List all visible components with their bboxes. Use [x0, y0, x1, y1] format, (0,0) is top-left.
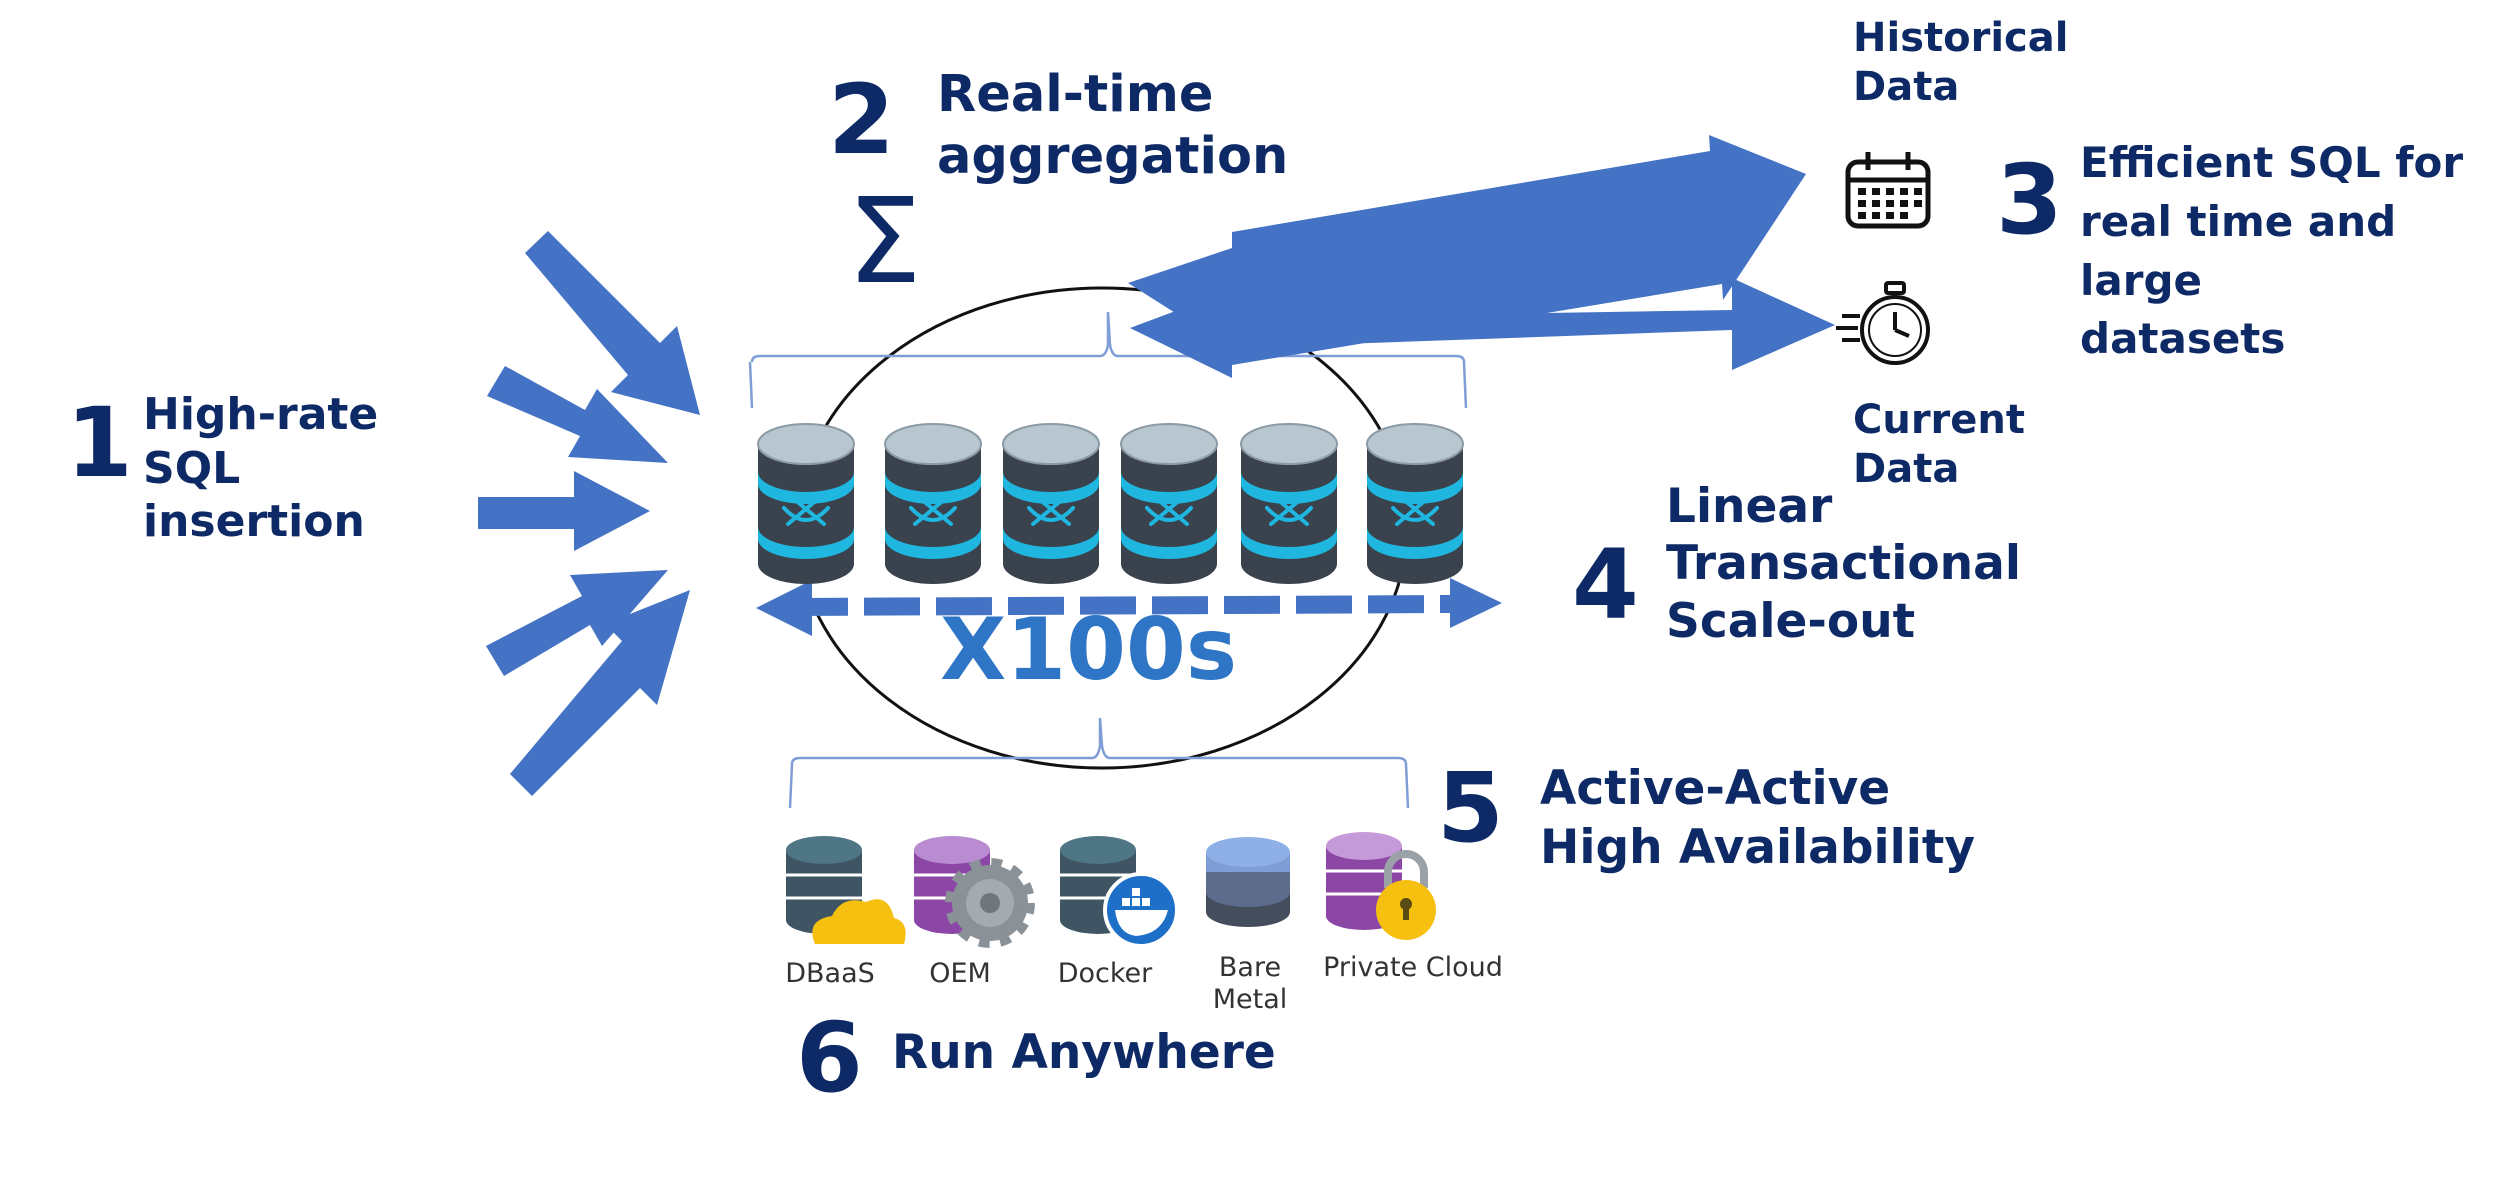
feature-3-label: Efficient SQL for real time and large da… [2080, 138, 2464, 364]
database-node-icon [1239, 422, 1339, 586]
feature-5-label: Active-Active High Availability [1540, 761, 1975, 875]
historical-data-label: Historical Data [1853, 15, 2069, 110]
stopwatch-icon [1836, 281, 1930, 365]
feature-4-number: 4 [1572, 529, 1639, 641]
private-cloud-icon [1326, 832, 1436, 940]
database-node-icon [1119, 422, 1219, 586]
historical-data-arrow [1128, 135, 1806, 365]
current-data-label: Current Data [1853, 397, 2026, 492]
feature-1-number: 1 [66, 387, 133, 499]
deployment-label-private-cloud: Private Cloud [1323, 952, 1503, 983]
deployment-label-bare-metal: Bare Metal [1212, 952, 1288, 1016]
dbaas-icon [786, 836, 906, 944]
database-node-icon [756, 422, 856, 586]
docker-icon [1060, 836, 1179, 948]
top-brace [748, 311, 1468, 409]
feature-1-label: High-rate SQL insertion [143, 389, 379, 548]
database-node-icon [883, 422, 983, 586]
scale-label: X100s [940, 600, 1238, 700]
feature-5-number: 5 [1437, 752, 1504, 864]
calendar-icon [1845, 152, 1931, 229]
bare-metal-icon [1206, 837, 1290, 927]
scale-out-arrow [756, 578, 1502, 636]
deployment-label-oem: OEM [929, 958, 991, 989]
current-data-arrow [1130, 278, 1835, 378]
sigma-icon: Σ [847, 172, 922, 310]
bottom-brace [788, 717, 1410, 809]
feature-6-number: 6 [796, 1002, 863, 1114]
database-node-icon [1001, 422, 1101, 586]
feature-2-label: Real-time aggregation [937, 65, 1289, 187]
feature-2-number: 2 [828, 64, 895, 176]
database-nodes [756, 422, 1465, 586]
deployment-label-docker: Docker [1057, 958, 1153, 989]
deployment-label-dbaas: DBaaS [785, 958, 875, 989]
oem-icon [914, 836, 1035, 948]
database-node-icon [1365, 422, 1465, 586]
ingestion-arrows [478, 231, 700, 796]
feature-4-label: Linear Transactional Scale-out [1666, 479, 2021, 649]
feature-6-label: Run Anywhere [892, 1025, 1276, 1080]
feature-3-number: 3 [1996, 144, 2063, 256]
